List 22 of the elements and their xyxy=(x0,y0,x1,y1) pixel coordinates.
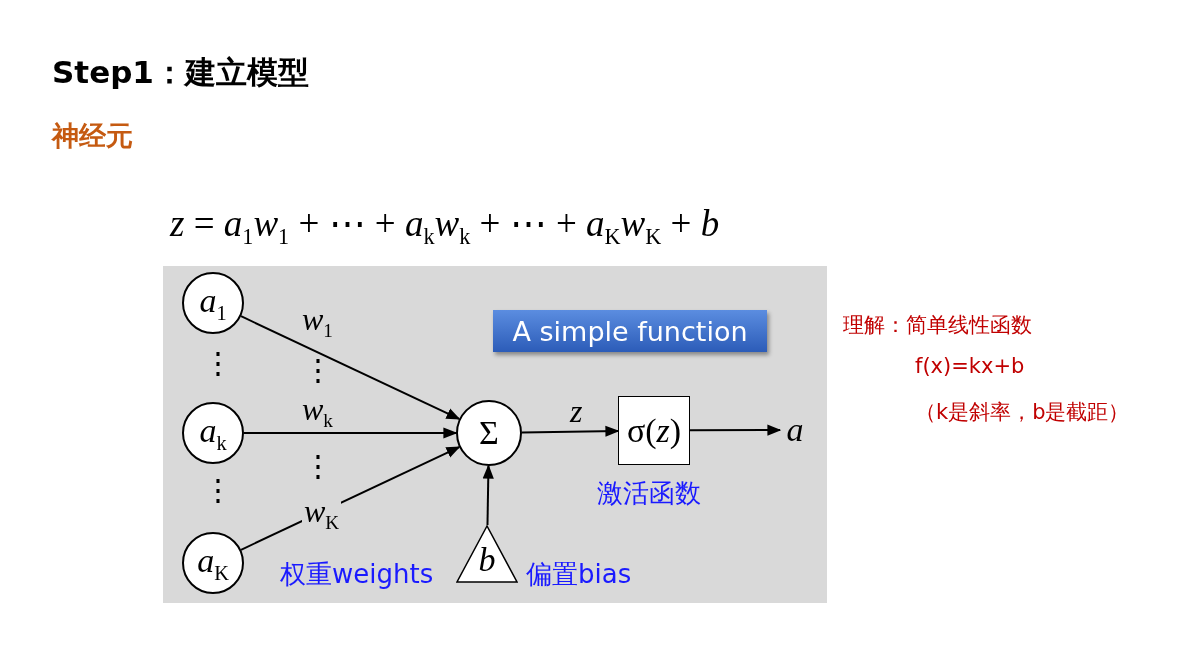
activation-box: σ(z) xyxy=(618,396,690,465)
output-text: a xyxy=(780,408,810,452)
arrow xyxy=(521,425,620,437)
note-text: f(x)=kx+b xyxy=(915,354,1025,378)
ellipsis: ⋮ xyxy=(203,472,233,507)
formula: z = a$_{1}$w$_{1}$ + ⋯ + a$_{k}$w$_{k}$ + ⋯ + a$_{K}$w$_{K}$ + b xyxy=(170,202,720,251)
note-text: 理解：简单线性函数 xyxy=(843,312,1032,339)
bias-triangle: b xyxy=(456,525,518,583)
arrow xyxy=(243,427,458,439)
arrow xyxy=(482,464,494,526)
note-text: （k是斜率，b是截距） xyxy=(915,399,1130,426)
ellipsis: ⋮ xyxy=(303,352,333,387)
subtitle: 神经元 xyxy=(52,119,133,153)
bias-caption: 偏置bias xyxy=(526,558,632,591)
ellipsis: ⋮ xyxy=(303,448,333,483)
arrow xyxy=(240,315,461,420)
activation-caption: 激活函数 xyxy=(597,477,701,510)
title-box: A simple function xyxy=(493,310,767,352)
ellipsis: ⋮ xyxy=(203,345,233,380)
weights-caption: 权重weights xyxy=(280,558,434,591)
arrow xyxy=(689,424,782,436)
slide-title: Step1：建立模型 xyxy=(52,53,309,92)
